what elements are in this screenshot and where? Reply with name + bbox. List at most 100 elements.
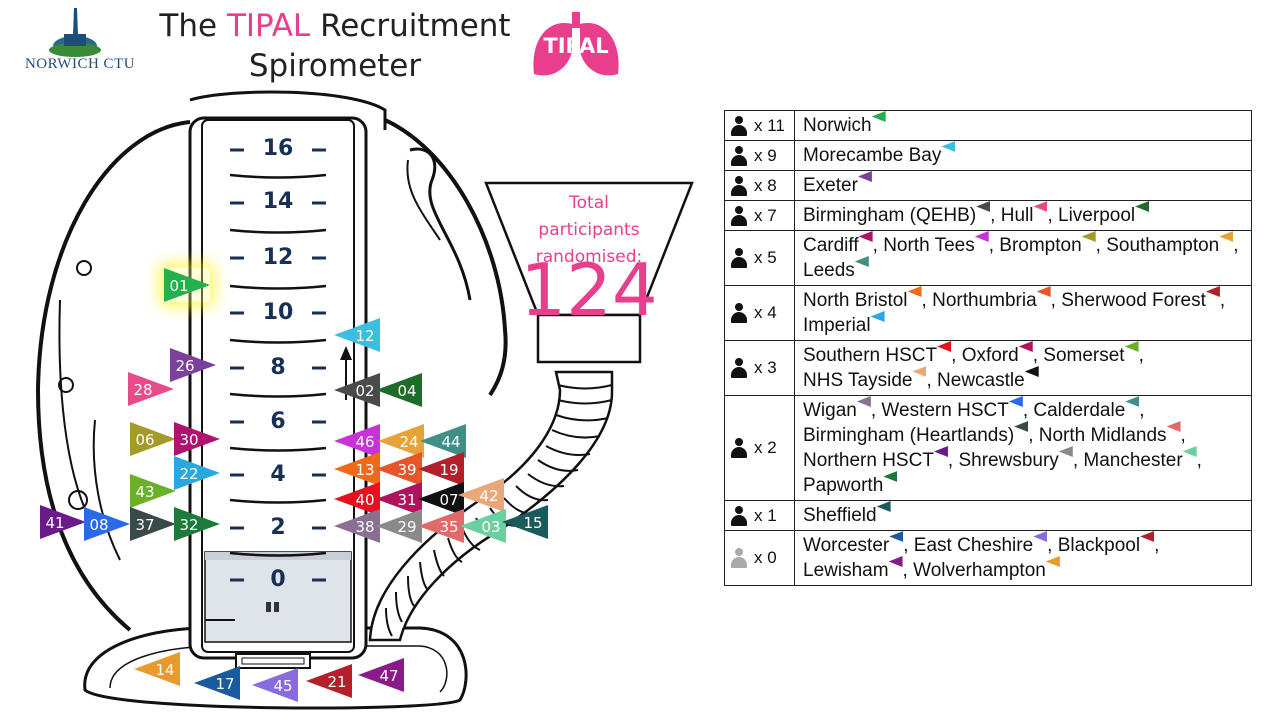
flag-number: 01 xyxy=(169,277,189,295)
site-separator: , xyxy=(1154,535,1160,556)
site-entry: Blackpool, xyxy=(1058,531,1160,556)
mini-flag-icon xyxy=(1033,201,1048,212)
participant-count: x 11 xyxy=(754,115,785,135)
mini-flag-icon xyxy=(889,531,904,542)
site-separator: , xyxy=(1028,425,1034,446)
flag-number: 37 xyxy=(135,516,155,534)
sites-cell: Wigan, Western HSCT, Calderdale, Birming… xyxy=(794,395,1252,501)
site-entry: Wolverhampton xyxy=(913,556,1060,581)
flag-number: 28 xyxy=(133,381,153,399)
site-name: Leeds xyxy=(803,260,855,281)
site-entry: Liverpool xyxy=(1058,201,1150,226)
site-entry: Papworth xyxy=(803,471,898,496)
mini-flag-icon xyxy=(974,231,989,242)
site-separator: , xyxy=(1095,235,1101,256)
total-value: 124 xyxy=(520,248,658,332)
flag-number: 12 xyxy=(355,327,375,345)
site-name: Somerset xyxy=(1043,345,1125,366)
mini-flag-icon xyxy=(1018,341,1033,352)
scale-label-12: 12 xyxy=(262,245,294,270)
site-entry: Leeds xyxy=(803,256,869,281)
person-icon xyxy=(731,205,747,226)
site-flag-26: 26 xyxy=(170,348,216,382)
site-separator: , xyxy=(1050,290,1056,311)
participant-count: x 8 xyxy=(754,175,777,195)
site-separator: , xyxy=(903,535,909,556)
mini-flag-icon xyxy=(1008,396,1023,407)
site-separator: , xyxy=(947,450,954,471)
site-separator: , xyxy=(1138,345,1144,366)
site-entry: Newcastle xyxy=(937,366,1039,391)
flag-number: 32 xyxy=(179,516,199,534)
flag-number: 17 xyxy=(215,675,235,693)
mini-flag-icon xyxy=(1024,366,1039,377)
site-entry: Morecambe Bay xyxy=(803,141,956,166)
site-entry: Shrewsbury, xyxy=(958,446,1078,471)
site-entry: Somerset, xyxy=(1043,341,1144,366)
site-flag-44: 44 xyxy=(420,424,466,458)
title-highlight: TIPAL xyxy=(226,8,311,44)
mini-flag-icon xyxy=(907,286,922,297)
site-name: Exeter xyxy=(803,175,858,196)
sites-cell: Sheffield xyxy=(794,500,1252,531)
site-separator: , xyxy=(902,560,908,581)
site-name: Norwich xyxy=(803,115,872,136)
flag-number: 26 xyxy=(175,357,195,375)
site-entry: Hull, xyxy=(1001,201,1053,226)
site-flag-21: 21 xyxy=(306,664,352,698)
site-entry: Exeter xyxy=(803,171,872,196)
flag-number: 47 xyxy=(379,667,399,685)
count-cell: x 2 xyxy=(724,395,795,501)
site-entry: Sheffield xyxy=(803,501,891,526)
person-icon xyxy=(731,505,747,526)
site-separator: , xyxy=(951,345,957,366)
scale-label-6: 6 xyxy=(270,409,286,434)
site-name: Calderdale xyxy=(1033,400,1126,421)
person-icon xyxy=(731,145,747,166)
site-flag-39: 39 xyxy=(376,452,422,486)
site-entry: Cardiff, xyxy=(803,231,878,256)
flag-number: 02 xyxy=(355,382,375,400)
site-separator: , xyxy=(990,205,996,226)
site-flag-22: 22 xyxy=(174,456,220,490)
sites-cell: Norwich xyxy=(794,110,1252,141)
count-cell: x 0 xyxy=(724,530,795,586)
mini-flag-icon xyxy=(871,111,886,122)
site-entry: Imperial xyxy=(803,311,885,336)
flag-number: 38 xyxy=(355,518,375,536)
flag-number: 07 xyxy=(439,491,459,509)
site-entry: Manchester, xyxy=(1083,446,1202,471)
site-name: Oxford xyxy=(961,345,1019,366)
site-separator: , xyxy=(1047,535,1053,556)
site-flag-38: 38 xyxy=(334,509,380,543)
mini-flag-icon xyxy=(976,201,991,212)
norwich-logo-text: NORWICH CTU xyxy=(24,56,136,72)
count-cell: x 4 xyxy=(724,285,795,341)
site-entry: Western HSCT, xyxy=(881,396,1028,421)
participant-count: x 1 xyxy=(754,505,777,525)
flag-number: 06 xyxy=(135,431,155,449)
mini-flag-icon xyxy=(876,501,891,512)
site-name: North Tees xyxy=(883,235,975,256)
site-name: Birmingham (Heartlands) xyxy=(803,425,1015,446)
mini-flag-icon xyxy=(857,171,872,182)
sites-cell: Birmingham (QEHB), Hull, Liverpool xyxy=(794,200,1252,231)
site-entry: Worcester, xyxy=(803,531,909,556)
site-flag-19: 19 xyxy=(418,452,464,486)
mini-flag-icon xyxy=(941,141,956,152)
flag-number: 39 xyxy=(397,461,417,479)
mini-flag-icon xyxy=(854,256,869,267)
site-flag-08: 08 xyxy=(84,507,130,541)
scale-label-10: 10 xyxy=(262,300,294,325)
site-separator: , xyxy=(921,290,927,311)
site-name: Newcastle xyxy=(937,370,1025,391)
sites-cell: Exeter xyxy=(794,170,1252,201)
table-row: x 1 Sheffield xyxy=(724,500,1252,531)
site-flag-04: 04 xyxy=(376,373,422,407)
